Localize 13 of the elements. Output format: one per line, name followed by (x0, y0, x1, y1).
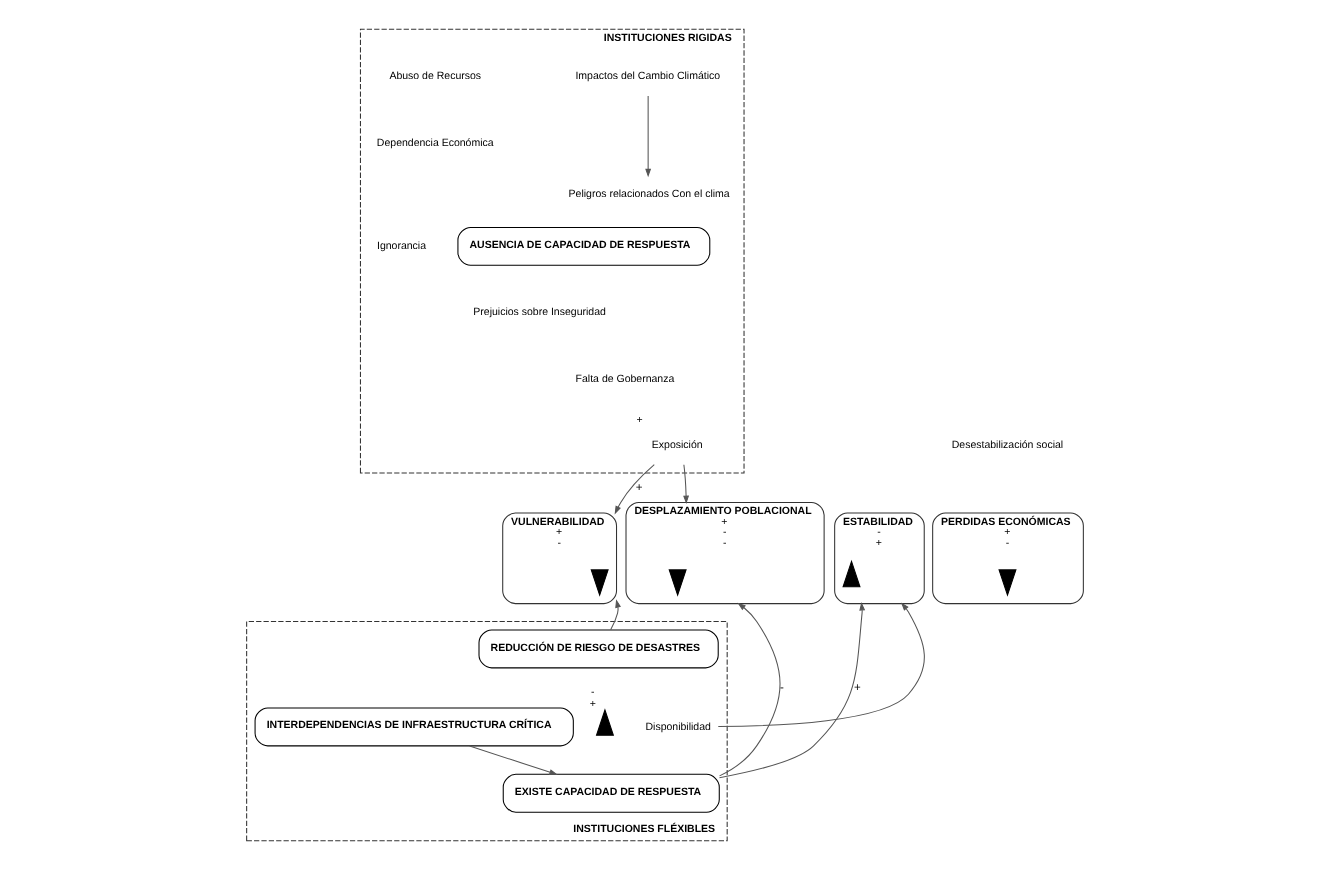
node-invtriangle (590, 569, 609, 597)
node-triangle (595, 708, 615, 736)
node-invtriangle (668, 569, 687, 597)
arrow (645, 95, 652, 178)
arrow (469, 745, 558, 775)
node-invtriangle (998, 569, 1017, 597)
arrow (717, 602, 925, 727)
arrow (683, 464, 690, 505)
arrow (610, 599, 621, 631)
node-triangle (842, 559, 861, 588)
arrow (614, 464, 655, 515)
arrow (719, 602, 781, 777)
arrow (718, 602, 866, 779)
